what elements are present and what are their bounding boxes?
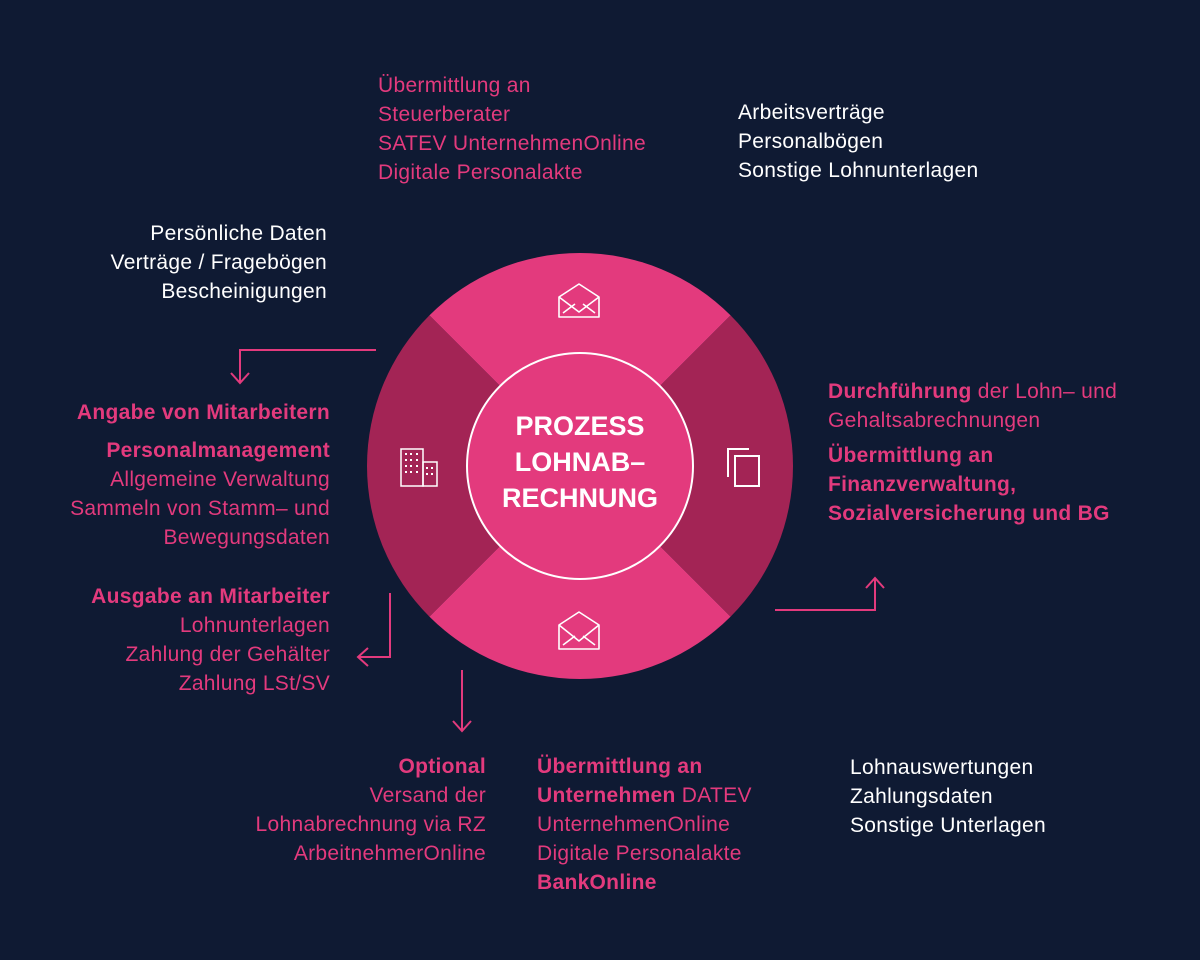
arrow-from-left-block [356, 593, 391, 667]
top-white-block: Arbeitsverträge Personalbögen Sonstige L… [738, 101, 979, 182]
left-white-block: Persönliche Daten Verträge / Fragebögen … [110, 222, 327, 303]
bottom-left-pink-block: Optional Versand der Lohnabrechnung via … [255, 755, 486, 865]
arrow-to-bottom-block [452, 670, 472, 733]
arrow-to-left-block [230, 349, 376, 385]
bottom-right-white-block: Lohnauswertungen Zahlungsdaten Sonstige … [850, 756, 1046, 837]
envelope-icon [558, 611, 600, 650]
top-pink-block: Übermittlung an Steuerberater SATEV Unte… [378, 74, 646, 184]
left-bottom-pink-block: Ausgabe an Mitarbeiter Lohnunterlagen Za… [91, 585, 330, 695]
center-title: PROZESS LOHNAB– RECHNUNG [501, 411, 658, 513]
bottom-mid-pink-block: Übermittlung an Unternehmen DATEV Untern… [537, 755, 752, 894]
copy-documents-icon [727, 448, 760, 487]
right-pink-block: Durchführung der Lohn– und Gehaltsabrech… [828, 380, 1118, 525]
left-pink-block: Angabe von Mitarbeitern Personalmanageme… [70, 401, 330, 549]
envelope-icon [558, 283, 600, 318]
building-icon [400, 448, 438, 487]
arrow-to-right-block [775, 576, 885, 611]
center-circle [466, 352, 694, 580]
